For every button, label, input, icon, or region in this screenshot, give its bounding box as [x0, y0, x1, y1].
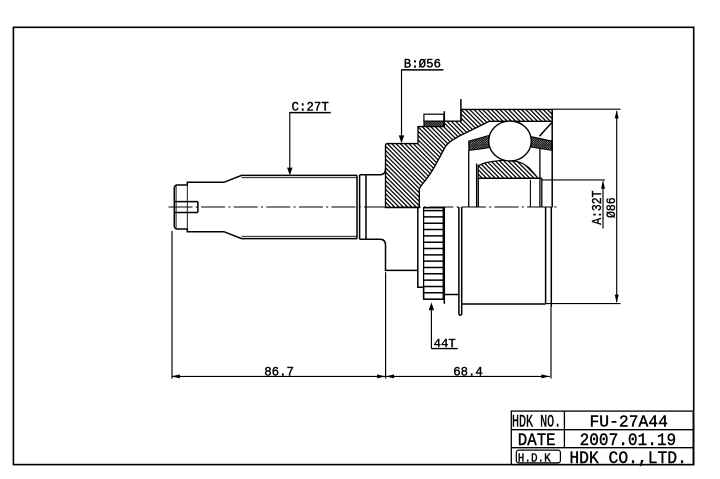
svg-text:DATE: DATE — [518, 432, 556, 451]
svg-text:C:27T: C:27T — [292, 99, 330, 114]
svg-text:86.7: 86.7 — [264, 364, 294, 379]
svg-text:FU-27A44: FU-27A44 — [590, 414, 668, 433]
svg-text:HDK NO.: HDK NO. — [512, 413, 561, 433]
svg-text:2007.01.19: 2007.01.19 — [580, 432, 677, 451]
svg-text:B:Ø56: B:Ø56 — [404, 57, 441, 72]
svg-text:68.4: 68.4 — [453, 364, 483, 379]
svg-text:A:32T: A:32T — [591, 191, 606, 225]
svg-text:44T: 44T — [434, 337, 456, 351]
svg-text:HDK CO.,LTD.: HDK CO.,LTD. — [569, 450, 687, 469]
svg-text:Ø86: Ø86 — [604, 197, 619, 218]
svg-text:H.D.K: H.D.K — [518, 451, 551, 465]
